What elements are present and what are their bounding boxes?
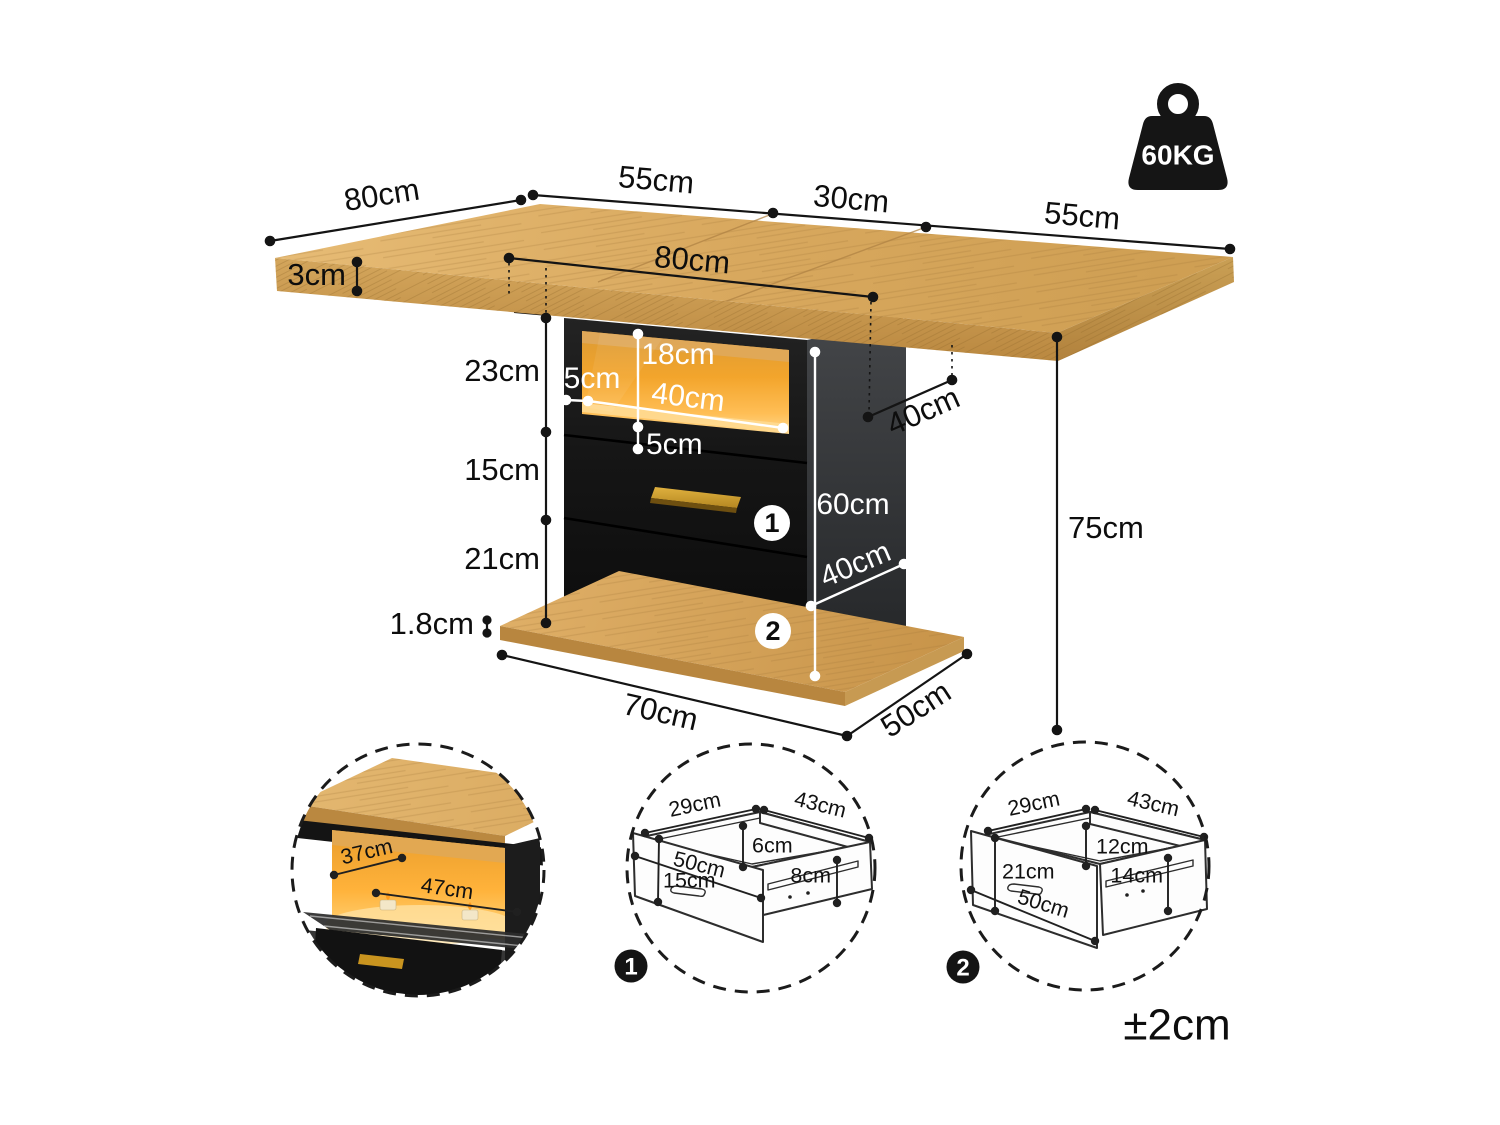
drawer1-badge-number: 1 [764, 508, 779, 538]
dim-column-side-height: 60cm [809, 346, 890, 682]
compartment-ceiling [332, 830, 505, 863]
drawer1-front-panel [632, 832, 764, 943]
dim-label-upper-height: 23cm [464, 353, 540, 388]
dim-frame-side: 5cm [560, 362, 621, 407]
drawer1-detail-badge-number: 1 [624, 953, 637, 980]
dim-label-drawer2-front: 21cm [464, 541, 540, 576]
glass-shelf-highlight [309, 915, 543, 949]
drawer1-handle-slot [670, 885, 706, 898]
dim-label-base-length: 70cm [620, 686, 702, 737]
led-compartment-ceiling [582, 331, 789, 362]
drawer2-handle-slot [1007, 883, 1043, 896]
dim-label-d1-back-height: 6cm [752, 834, 793, 858]
dim-label-thickness: 3cm [287, 257, 346, 292]
dim-base-thickness: 1.8cm [390, 606, 492, 641]
drawer1-handle [651, 487, 741, 508]
dim-table-back-sections: 55cm 30cm 55cm [527, 159, 1236, 255]
compartment-drawer-handle [358, 954, 404, 969]
dim-label-drawer1-front: 15cm [464, 452, 540, 487]
drawer1-circle-outline [625, 742, 877, 994]
dim-label-back-middle: 30cm [812, 178, 891, 219]
dim-compartment-width: 40cm [586, 377, 789, 434]
tabletop-right-edge-grain [1057, 257, 1234, 361]
drawer-groove-top [563, 433, 808, 465]
dim-table-thickness: 3cm [287, 256, 363, 297]
dim-drawer1-front-height: 15cm [653, 834, 716, 907]
column-side-face [807, 318, 906, 675]
drawer2-detail-badge-number: 2 [956, 954, 969, 981]
dim-left-height-chain: 23cm 15cm 21cm [464, 268, 552, 629]
drawer1-handle-shadow [650, 498, 737, 513]
dim-label-side-height: 60cm [816, 488, 889, 521]
weight-capacity-icon: 60KG [1128, 83, 1228, 190]
dim-table-height: 75cm [1051, 331, 1144, 736]
kettlebell-ring-icon [1157, 83, 1199, 125]
tabletop-seam-right [723, 226, 927, 303]
tea-light-candle [461, 902, 479, 921]
drawer2-front-panel [970, 830, 1098, 949]
dim-label-d2-front-height: 21cm [1002, 860, 1055, 884]
dining-table-illustration: 1 2 [275, 204, 1234, 706]
dim-drawer1-back-height: 6cm [738, 821, 793, 872]
drawer2-rail-slot [1105, 859, 1194, 888]
detail-circle-drawer1: 29cm 43cm 6cm 50cm 15cm 8cm [614, 742, 877, 994]
dim-label-d2-side-height: 14cm [1110, 864, 1163, 888]
drawer-groove-mid [563, 516, 808, 559]
dim-label-d1-side-height: 8cm [790, 864, 831, 888]
dim-label-table-depth-left: 80cm [341, 172, 421, 218]
plinth-top-grain [500, 571, 964, 692]
dim-label-table-height: 75cm [1068, 510, 1144, 545]
dim-drawer2-side-height: 14cm [1110, 853, 1173, 916]
drawer1-rail-slot [767, 860, 859, 891]
compartment-circle-outline [290, 742, 546, 998]
drawer2-badge-number: 2 [765, 616, 780, 646]
dim-label-compartment-height: 18cm [641, 338, 714, 371]
dim-drawer1-side-height: 8cm [790, 855, 842, 908]
dim-label-center-span: 80cm [653, 239, 732, 280]
dim-table-center-span: 80cm [503, 239, 879, 414]
drawer1-badge: 1 [754, 505, 790, 541]
dim-label-base-thickness: 1.8cm [390, 606, 474, 641]
dim-label-frame-side: 5cm [564, 362, 621, 395]
tabletop-front-edge-grain [275, 258, 1058, 361]
dim-compartment-inner-width: 47cm [371, 873, 522, 917]
drawer2-badge: 2 [755, 613, 791, 649]
dim-label-back-left: 55cm [617, 159, 696, 200]
drawer2-detail-badge: 2 [946, 950, 980, 984]
dim-compartment-height: 18cm [632, 328, 715, 433]
glass-sheen [585, 333, 662, 412]
drawer1-detail-badge: 1 [614, 949, 648, 983]
detail-circle-compartment: 37cm 47cm [290, 742, 546, 998]
weight-capacity-label: 60KG [1141, 139, 1214, 170]
dim-label-d1-front-height: 15cm [663, 869, 716, 893]
tolerance-note: ±2cm [1123, 1001, 1230, 1050]
dim-drawer2-back-height: 12cm [1081, 821, 1149, 871]
plinth-right-face [845, 637, 964, 706]
dim-label-d2-back-height: 12cm [1096, 835, 1149, 859]
plinth-front-face [500, 626, 845, 706]
dim-label-compartment-gap: 5cm [646, 428, 703, 461]
detail-circle-drawer2: 29cm 43cm 12cm 21cm 14cm 50cm [946, 740, 1211, 992]
dim-compartment-gap: 5cm [632, 425, 703, 461]
drawer2-circle-outline [959, 740, 1211, 992]
tabletop-top-grain [275, 204, 1233, 333]
led-compartment-glowbar [582, 403, 789, 433]
dim-drawer2-front-height: 21cm [990, 833, 1055, 916]
kettlebell-body-icon [1128, 116, 1228, 190]
dim-label-back-right: 55cm [1043, 195, 1122, 236]
